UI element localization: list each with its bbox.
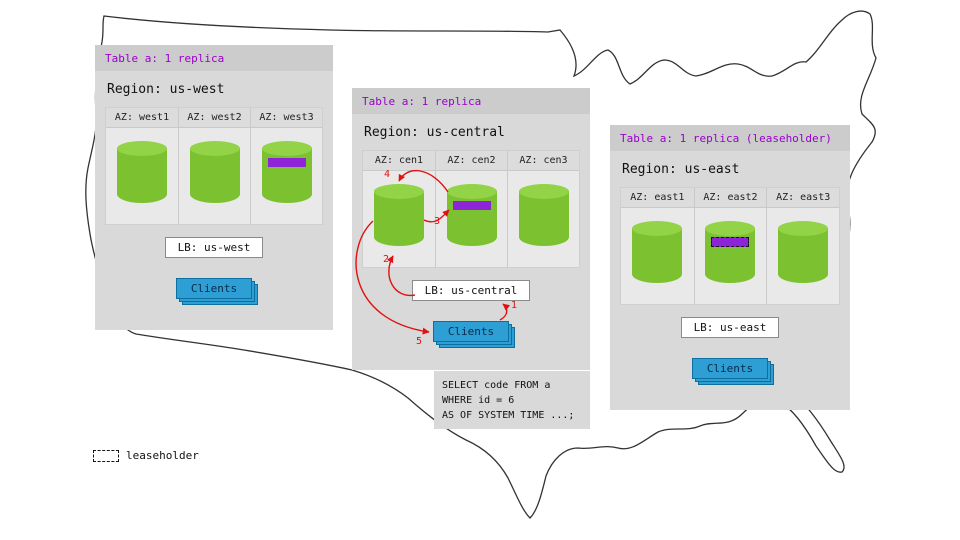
leaseholder-swatch-icon <box>93 449 119 462</box>
az-label: AZ: west2 <box>179 108 250 128</box>
az-label: AZ: east1 <box>621 188 694 208</box>
sql-line: WHERE id = 6 <box>442 395 515 406</box>
load-balancer-box: LB: us-west <box>164 237 264 258</box>
clients-box: Clients <box>432 321 510 342</box>
az-column-east3: AZ: east3 <box>766 188 839 304</box>
table-replica-header: Table a: 1 replica (leaseholder) <box>610 125 850 151</box>
region-title: Region: us-west <box>107 82 225 97</box>
table-replica-label: Table a: 1 replica <box>105 51 225 65</box>
az-label: AZ: west3 <box>251 108 322 128</box>
az-label: AZ: west1 <box>106 108 178 128</box>
leaseholder-band <box>711 237 750 247</box>
clients-box: Clients <box>691 358 769 379</box>
leaseholder-legend: leaseholder <box>93 449 199 462</box>
db-cylinder <box>446 184 497 246</box>
region-title: Region: us-central <box>364 125 505 140</box>
load-balancer-box: LB: us-central <box>411 280 531 301</box>
clients-box: Clients <box>175 278 253 299</box>
sql-line: AS OF SYSTEM TIME ...; <box>442 410 575 421</box>
table-replica-header: Table a: 1 replica <box>352 88 590 114</box>
clients-stack: Clients <box>432 321 516 348</box>
db-cylinder <box>261 141 312 203</box>
az-grid: AZ: east1 AZ: east2 AZ: east3 <box>620 187 840 305</box>
az-column-east2: AZ: east2 <box>693 188 767 304</box>
az-label: AZ: cen1 <box>363 151 435 171</box>
db-cylinder <box>632 221 683 283</box>
clients-stack: Clients <box>691 358 775 385</box>
replica-band <box>452 201 491 210</box>
db-cylinder <box>778 221 829 283</box>
sql-query-box: SELECT code FROM a WHERE id = 6 AS OF SY… <box>434 371 590 429</box>
az-column-west3: AZ: west3 <box>250 108 322 224</box>
az-label: AZ: cen3 <box>508 151 579 171</box>
replica-band <box>267 158 306 167</box>
table-replica-label: Table a: 1 replica <box>362 94 482 108</box>
region-panel-us-east: Table a: 1 replica (leaseholder) Region:… <box>610 125 850 410</box>
region-title: Region: us-east <box>622 162 740 177</box>
db-cylinder <box>189 141 240 203</box>
az-column-cen1: AZ: cen1 <box>363 151 435 267</box>
db-cylinder <box>374 184 424 246</box>
db-cylinder <box>705 221 756 283</box>
az-grid: AZ: west1 AZ: west2 AZ: west3 <box>105 107 323 225</box>
az-column-cen2: AZ: cen2 <box>435 151 507 267</box>
legend-label: leaseholder <box>126 449 199 462</box>
az-label: AZ: cen2 <box>436 151 507 171</box>
load-balancer-box: LB: us-east <box>680 317 780 338</box>
db-cylinder <box>117 141 167 203</box>
az-label: AZ: east2 <box>694 188 767 208</box>
region-panel-us-west: Table a: 1 replica Region: us-west AZ: w… <box>95 45 333 330</box>
table-replica-label: Table a: 1 replica (leaseholder) <box>620 131 832 145</box>
az-label: AZ: east3 <box>767 188 839 208</box>
az-column-cen3: AZ: cen3 <box>507 151 579 267</box>
az-column-east1: AZ: east1 <box>621 188 694 304</box>
az-column-west1: AZ: west1 <box>106 108 178 224</box>
sql-line: SELECT code FROM a <box>442 380 551 391</box>
clients-stack: Clients <box>175 278 259 305</box>
region-panel-us-central: Table a: 1 replica Region: us-central AZ… <box>352 88 590 370</box>
db-cylinder <box>518 184 569 246</box>
az-column-west2: AZ: west2 <box>178 108 250 224</box>
table-replica-header: Table a: 1 replica <box>95 45 333 71</box>
az-grid: AZ: cen1 AZ: cen2 AZ: cen3 <box>362 150 580 268</box>
